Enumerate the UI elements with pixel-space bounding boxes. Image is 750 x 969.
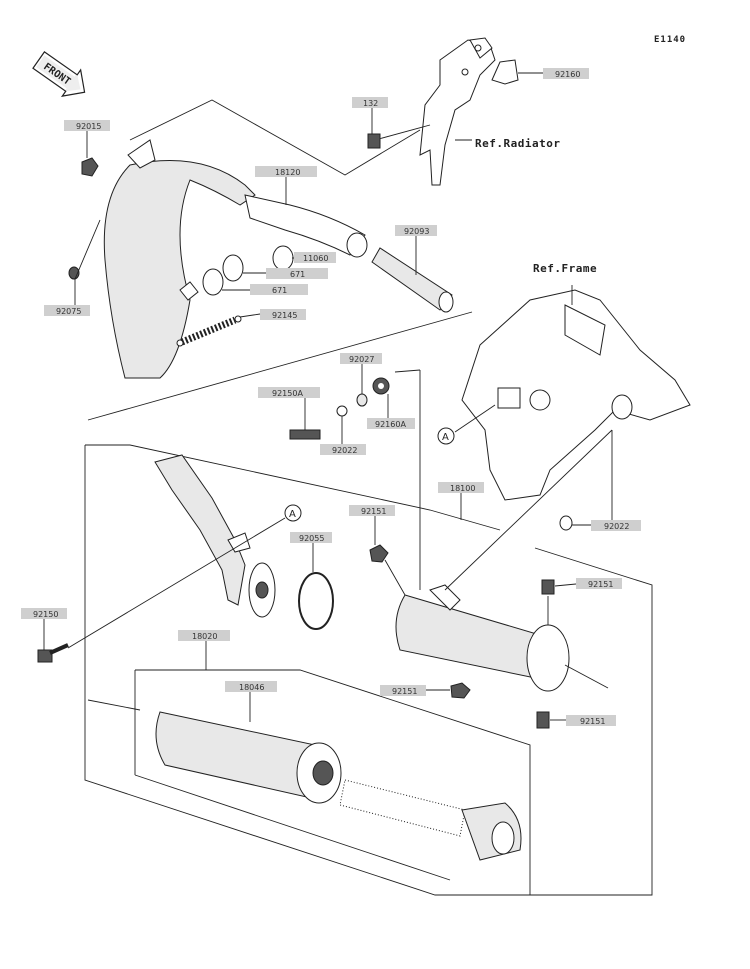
frame [461, 285, 691, 501]
label-18046: 18046 [239, 683, 264, 692]
label-92022-b: 92022 [604, 522, 629, 531]
radiator-bracket [367, 37, 519, 186]
label-18100: 18100 [450, 484, 475, 493]
label-671-b: 671 [272, 286, 287, 295]
label-92075: 92075 [56, 307, 81, 316]
label-92015: 92015 [76, 122, 101, 131]
spring [176, 315, 242, 347]
label-92151-b: 92151 [588, 580, 613, 589]
label-92145: 92145 [272, 311, 297, 320]
label-92150: 92150 [33, 610, 58, 619]
label-92093: 92093 [404, 227, 429, 236]
silencer-tail-pipe [154, 454, 276, 618]
label-92027: 92027 [349, 355, 374, 364]
label-92150a: 92150A [272, 389, 303, 398]
label-11060: 11060 [303, 254, 328, 263]
label-92055: 92055 [299, 534, 324, 543]
rubber-joint [371, 247, 454, 313]
exhaust-pipe [68, 139, 368, 379]
ref-frame-label: Ref.Frame [533, 262, 597, 275]
label-18120: 18120 [275, 168, 300, 177]
part-labels: 92160 132 92015 18120 92093 11060 671 67… [21, 68, 641, 726]
group-lines [84, 99, 653, 896]
label-92151-d: 92151 [580, 717, 605, 726]
callout-a-left: A [284, 504, 302, 522]
callout-a-right: A [437, 427, 455, 445]
gasket [298, 572, 334, 630]
label-92160a: 92160A [375, 420, 406, 429]
silencer-core [155, 711, 522, 861]
mount-hardware [289, 377, 390, 440]
diagram-code: E1140 [654, 35, 686, 45]
label-92160: 92160 [555, 70, 580, 79]
front-arrow-icon: FRONT [32, 51, 86, 97]
label-671-a: 671 [290, 270, 305, 279]
muffler [37, 515, 573, 729]
label-92151-c: 92151 [392, 687, 417, 696]
label-92151-a: 92151 [361, 507, 386, 516]
callout-a-right-text: A [442, 432, 449, 443]
label-18020: 18020 [192, 632, 217, 641]
label-132: 132 [363, 99, 378, 108]
ref-radiator-label: Ref.Radiator [475, 137, 560, 150]
label-92022-a: 92022 [332, 446, 357, 455]
callout-a-left-text: A [289, 509, 296, 520]
